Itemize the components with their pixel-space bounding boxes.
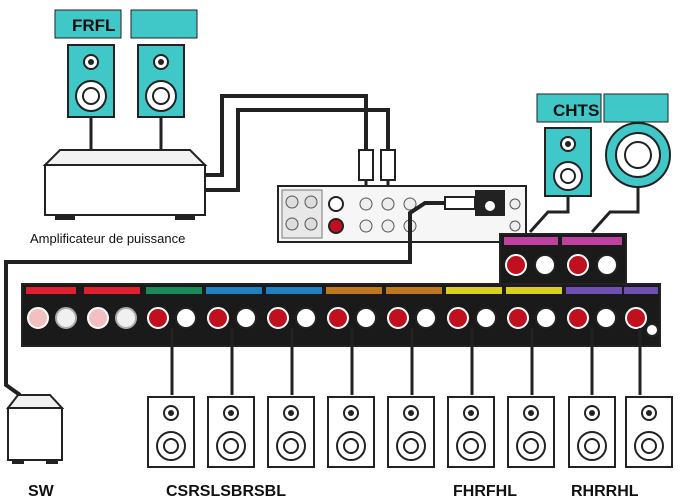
speaker-rear-height-left	[625, 396, 673, 468]
rca-plug-right	[380, 149, 396, 181]
speaker-rear-height-right	[568, 396, 616, 468]
speaker-center	[147, 396, 195, 468]
center-label-box-1	[536, 93, 602, 123]
front-left-speaker	[67, 44, 115, 118]
speaker-front-height-right	[447, 396, 495, 468]
preout-panel	[277, 185, 527, 243]
subwoofer-round-speaker	[605, 122, 671, 188]
center-label-text: CHTS	[553, 101, 599, 120]
speaker-surround-left	[267, 396, 315, 468]
speaker-surround-right	[207, 396, 255, 468]
front-label-box-2	[130, 9, 198, 39]
surround-group-label: CSRSLSBRSBL	[166, 483, 286, 500]
speaker-front-height-left	[507, 396, 555, 468]
bottom-speakers	[147, 396, 673, 468]
amplifier-label: Amplificateur de puissance	[30, 231, 185, 246]
speaker-surround-back-left	[387, 396, 435, 468]
front-label-box-1	[54, 9, 122, 39]
center-speaker	[544, 127, 592, 197]
front-label-text: FRFL	[72, 16, 115, 35]
subwoofer-box	[5, 394, 65, 464]
rear-height-group-label: RHRRHL	[571, 483, 639, 500]
subwoofer-rca-plug	[444, 196, 476, 210]
center-label-box-2	[603, 93, 669, 123]
center-terminal-panel	[499, 233, 627, 285]
speaker-wires	[170, 328, 642, 395]
main-terminal-panel	[21, 283, 661, 347]
rca-plug-left	[358, 149, 374, 181]
subwoofer-label: SW	[28, 483, 55, 500]
front-right-speaker	[137, 44, 185, 118]
power-amplifier	[42, 149, 208, 220]
speaker-surround-back-right	[327, 396, 375, 468]
front-height-group-label: FHRFHL	[453, 483, 517, 500]
